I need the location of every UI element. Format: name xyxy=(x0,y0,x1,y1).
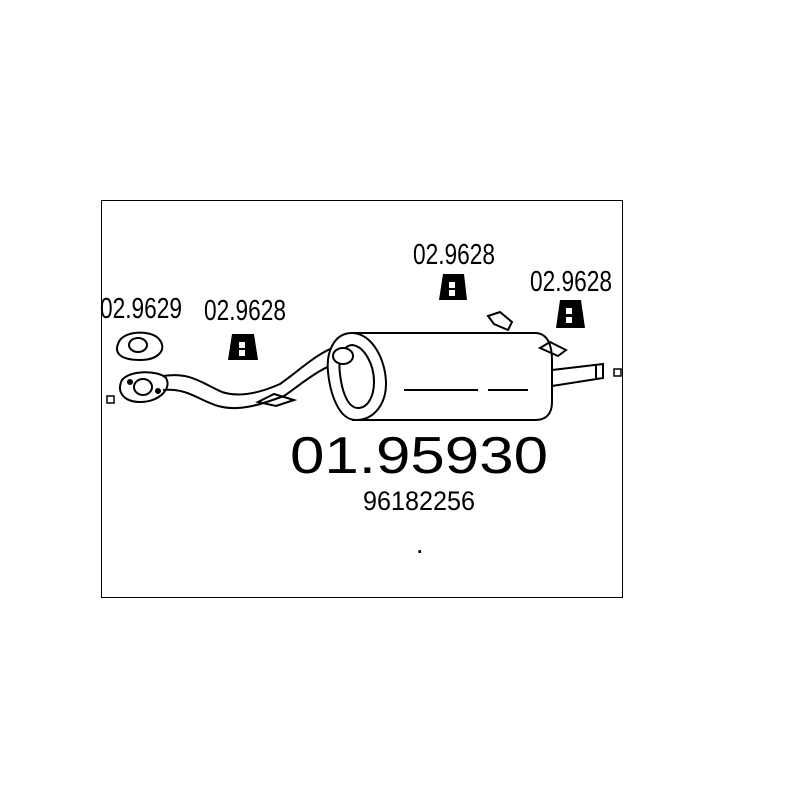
tailpipe xyxy=(551,362,604,387)
silencer-hanger-bracket xyxy=(486,310,514,332)
rubber-hanger-icon xyxy=(439,274,467,300)
hanger-front-label: 02.9628 xyxy=(204,295,286,327)
dot-mark: . xyxy=(416,529,424,559)
rear-silencer-assembly xyxy=(119,310,604,422)
rubber-hanger-icon xyxy=(228,334,258,360)
hanger-rear-label: 02.9628 xyxy=(530,266,612,298)
front-flange xyxy=(119,371,169,404)
silencer-hanger-bracket xyxy=(537,340,568,358)
end-marker xyxy=(613,368,622,377)
rubber-hanger-icon xyxy=(556,300,585,328)
hanger-middle-label: 02.9628 xyxy=(413,239,495,271)
oe-number: 96182256 xyxy=(363,486,475,516)
silencer-body xyxy=(326,331,553,422)
main-part-number: 01.95930 xyxy=(290,427,548,485)
gasket-icon xyxy=(116,331,164,362)
diagram-frame xyxy=(101,200,623,598)
gasket-front-label: 02.9629 xyxy=(100,293,182,325)
exhaust-pipe xyxy=(162,345,343,410)
start-marker xyxy=(106,395,115,404)
pipe-hanger-bracket xyxy=(255,392,298,408)
